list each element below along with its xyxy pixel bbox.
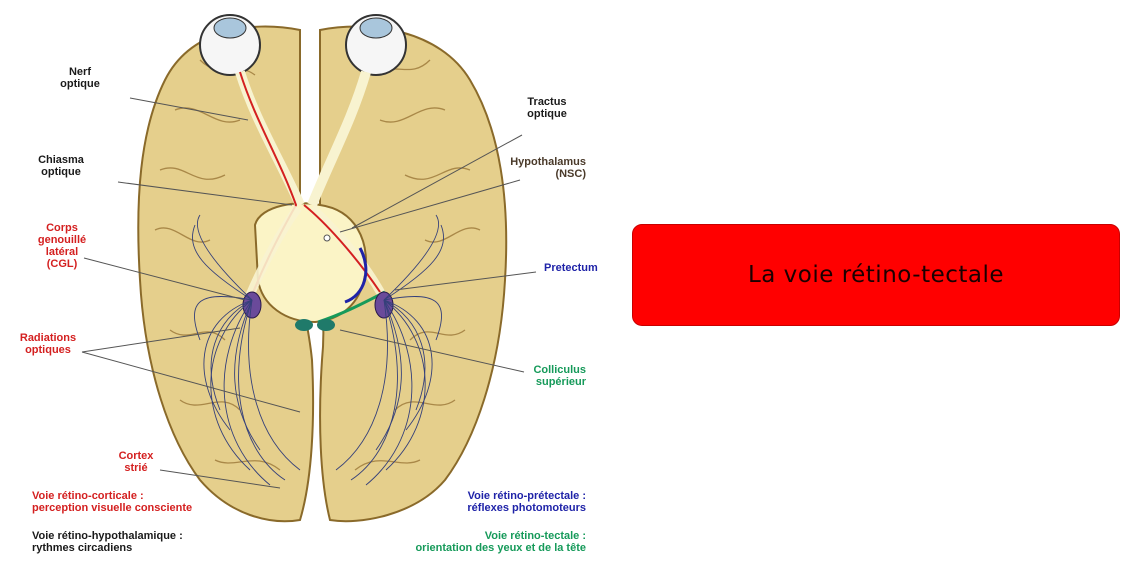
label-colliculus: Colliculus supérieur bbox=[500, 364, 586, 388]
right-eye-lens bbox=[360, 18, 392, 38]
label-cortex-strie: Cortex strié bbox=[108, 450, 164, 474]
legend-retino-corticale: Voie rétino-corticale : perception visue… bbox=[32, 490, 262, 514]
label-chiasma-optique: Chiasma optique bbox=[28, 154, 94, 178]
title-box: La voie rétino-tectale bbox=[632, 224, 1120, 326]
legend-retino-hypothalamique: Voie rétino-hypothalamique : rythmes cir… bbox=[32, 530, 262, 554]
left-eye-lens bbox=[214, 18, 246, 38]
colliculus-right bbox=[317, 319, 335, 331]
title-text: La voie rétino-tectale bbox=[748, 262, 1004, 288]
label-hypothalamus: Hypothalamus (NSC) bbox=[478, 156, 586, 180]
legend-retino-tectale: Voie rétino-tectale : orientation des ye… bbox=[340, 530, 586, 554]
nsc-nucleus bbox=[324, 235, 330, 241]
label-pretectum: Pretectum bbox=[544, 262, 624, 274]
legend-retino-pretectale: Voie rétino-prétectale : réflexes photom… bbox=[380, 490, 586, 514]
brainstem-area bbox=[255, 203, 366, 322]
label-cgl: Corps genouillé latéral (CGL) bbox=[30, 222, 94, 270]
label-tractus-optique: Tractus optique bbox=[512, 96, 582, 120]
colliculus-left bbox=[295, 319, 313, 331]
label-radiations-optiques: Radiations optiques bbox=[8, 332, 88, 356]
label-nerf-optique: Nerf optique bbox=[52, 66, 108, 90]
